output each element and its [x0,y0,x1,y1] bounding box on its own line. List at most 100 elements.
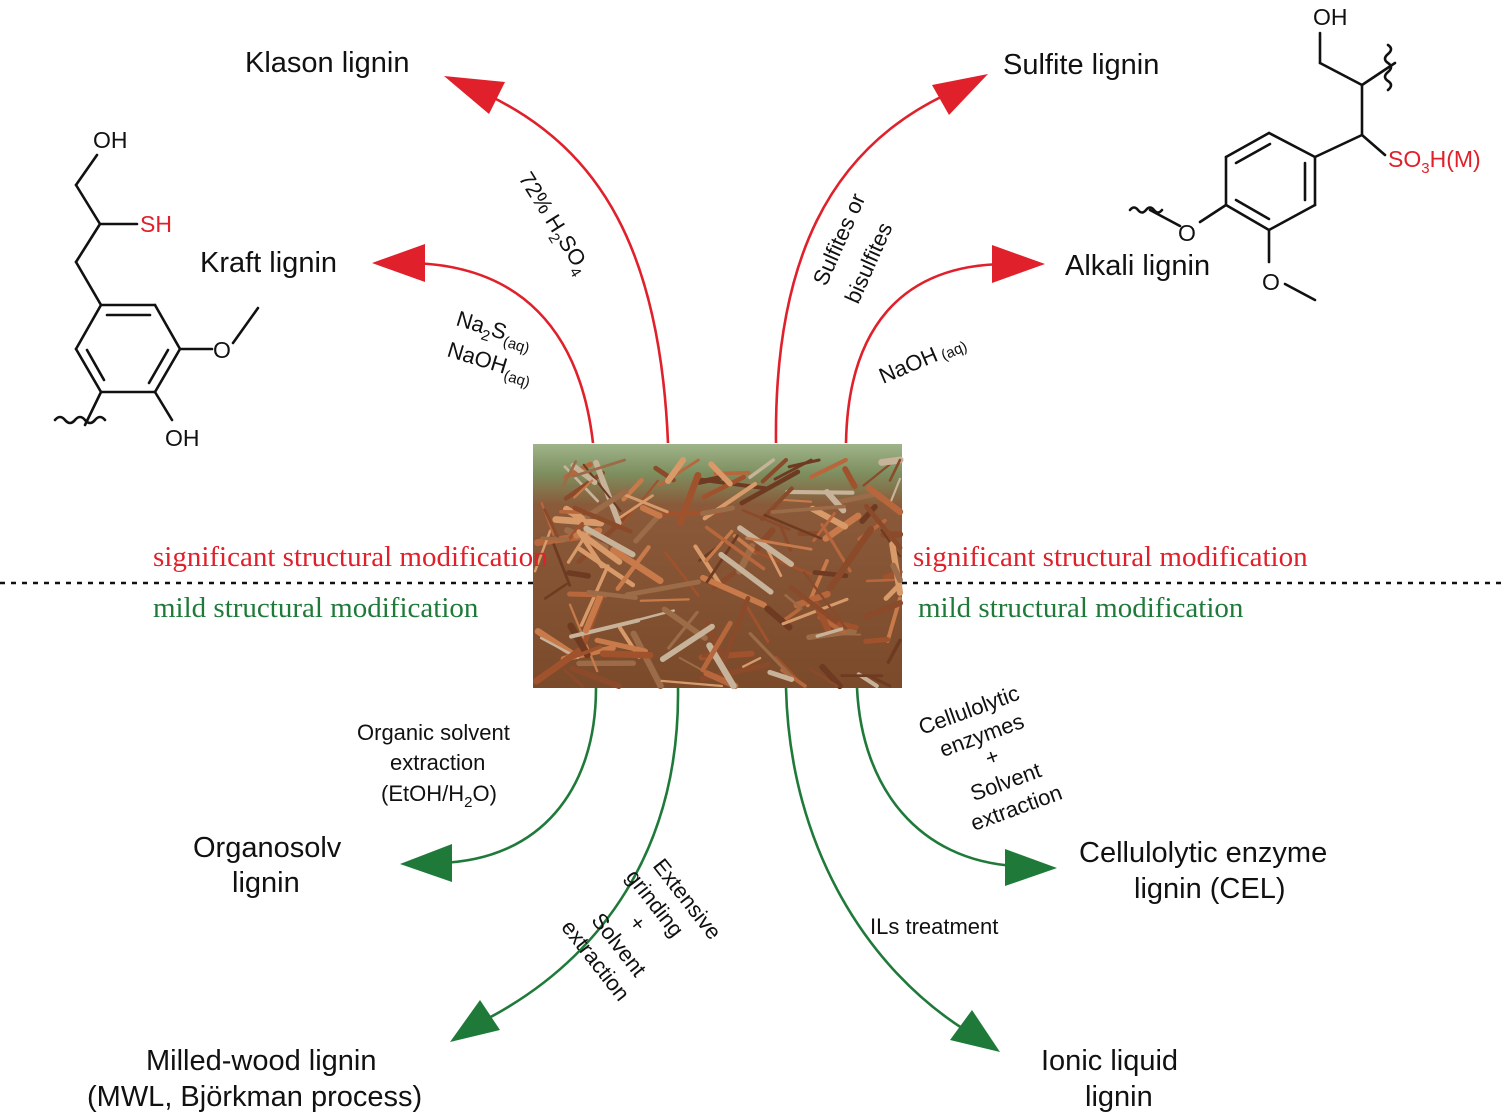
wood-chip [704,525,766,571]
wood-chip [594,637,648,654]
wood-chip [869,674,892,688]
wood-chip [565,521,584,543]
wood-chip [599,650,654,659]
wood-chip [676,472,702,527]
arrow-klason [444,76,670,444]
wood-chip [572,505,633,534]
wood-chip [552,543,572,587]
wood-chip [815,627,844,638]
wood-chip [788,585,839,624]
wood-chip [781,498,813,503]
product-organosolv-1: Organosolv [193,832,342,864]
arrow-alkali [844,245,1045,444]
wood-chip [748,632,792,677]
wood-chip [827,525,875,591]
wood-chip [624,493,669,514]
arrow-ionic-liquid [784,687,1000,1052]
wood-chip [744,604,770,643]
product-cel-2: lignin (CEL) [1134,873,1286,905]
arrow-mwl [450,687,680,1042]
sulfite-ring-o: O [1178,220,1196,246]
wood-chip [708,461,733,487]
wood-chip [888,458,902,482]
arrow-kraft [372,244,595,444]
wood-chip [573,479,594,499]
wood-chip [802,571,848,630]
wood-chip [584,488,629,520]
wood-chip [842,466,858,490]
wood-chip [582,592,604,634]
wood-chip [563,470,605,501]
wood-chip [863,637,890,644]
svg-text:+: + [982,743,1003,771]
arrow-sulfite [774,74,988,444]
zone-significant-right: significant structural modification [913,541,1308,573]
wood-chip [624,579,701,598]
wood-chip [570,645,603,660]
kraft-sh: SH [140,211,172,237]
wood-chip [562,667,585,688]
wood-chip [569,665,622,689]
wood-chip [785,489,855,495]
wood-chip [865,578,901,583]
wood-chip [770,504,847,514]
wood-chip [543,582,568,600]
wood-chip [859,504,878,524]
wood-chip [808,667,839,688]
wood-chip [863,503,903,551]
product-cel-1: Cellulolytic enzyme [1079,837,1327,869]
wood-chip [809,457,848,480]
sulfite-lignin-structure: OH SO3H(M) O O [1128,4,1481,302]
sulfite-so3h: SO3H(M) [1388,146,1481,177]
wood-chip [561,460,577,488]
wood-chip [552,516,605,527]
wood-chip [572,458,627,478]
wood-chip [828,632,862,636]
wood-chip [663,551,700,597]
wood-chip [567,622,591,659]
sulfite-oh-top: OH [1313,4,1348,30]
wood-chip [787,458,821,469]
wood-chip [732,534,758,555]
wood-chip [568,603,599,673]
condition-organosolv-2: extraction [390,750,485,775]
wood-chip-photo [532,444,904,690]
wood-chip [760,457,789,484]
wood-chip [700,505,735,517]
wood-chip [633,512,663,544]
wood-chip [718,551,774,595]
wood-chip [720,595,751,668]
wood-chip [543,508,561,541]
kraft-lignin-structure: OH SH O OH [53,127,260,451]
wood-chip [889,477,902,503]
wood-chip [767,669,795,682]
sulfite-ome-o: O [1262,269,1280,295]
wood-chip [741,656,762,668]
wood-chip [660,679,724,688]
wood-chip [737,525,795,567]
wood-chip [809,505,849,530]
product-il-2: lignin [1085,1081,1153,1113]
wood-chip [705,534,739,584]
wood-chip [886,638,902,664]
kraft-oh-top: OH [93,127,128,153]
zone-mild-left: mild structural modification [153,592,479,624]
condition-alkali: NaOH(aq) [875,330,970,390]
arrow-organosolv [400,687,598,882]
wood-chip [700,620,733,673]
wood-chip [760,486,794,522]
wood-chip [878,456,904,466]
wood-chip [593,459,622,526]
wood-chip [540,536,570,542]
wood-chip [664,456,687,484]
product-klason: Klason lignin [245,47,409,79]
wood-chip [866,485,904,516]
wood-chip [583,525,636,558]
wood-chip [579,531,623,565]
wood-chip [630,630,664,690]
wood-chip [704,529,734,563]
wood-chip [566,570,591,579]
condition-cel: Cellulolytic enzymes + Solvent extractio… [915,680,1065,835]
wood-chip [763,513,822,540]
